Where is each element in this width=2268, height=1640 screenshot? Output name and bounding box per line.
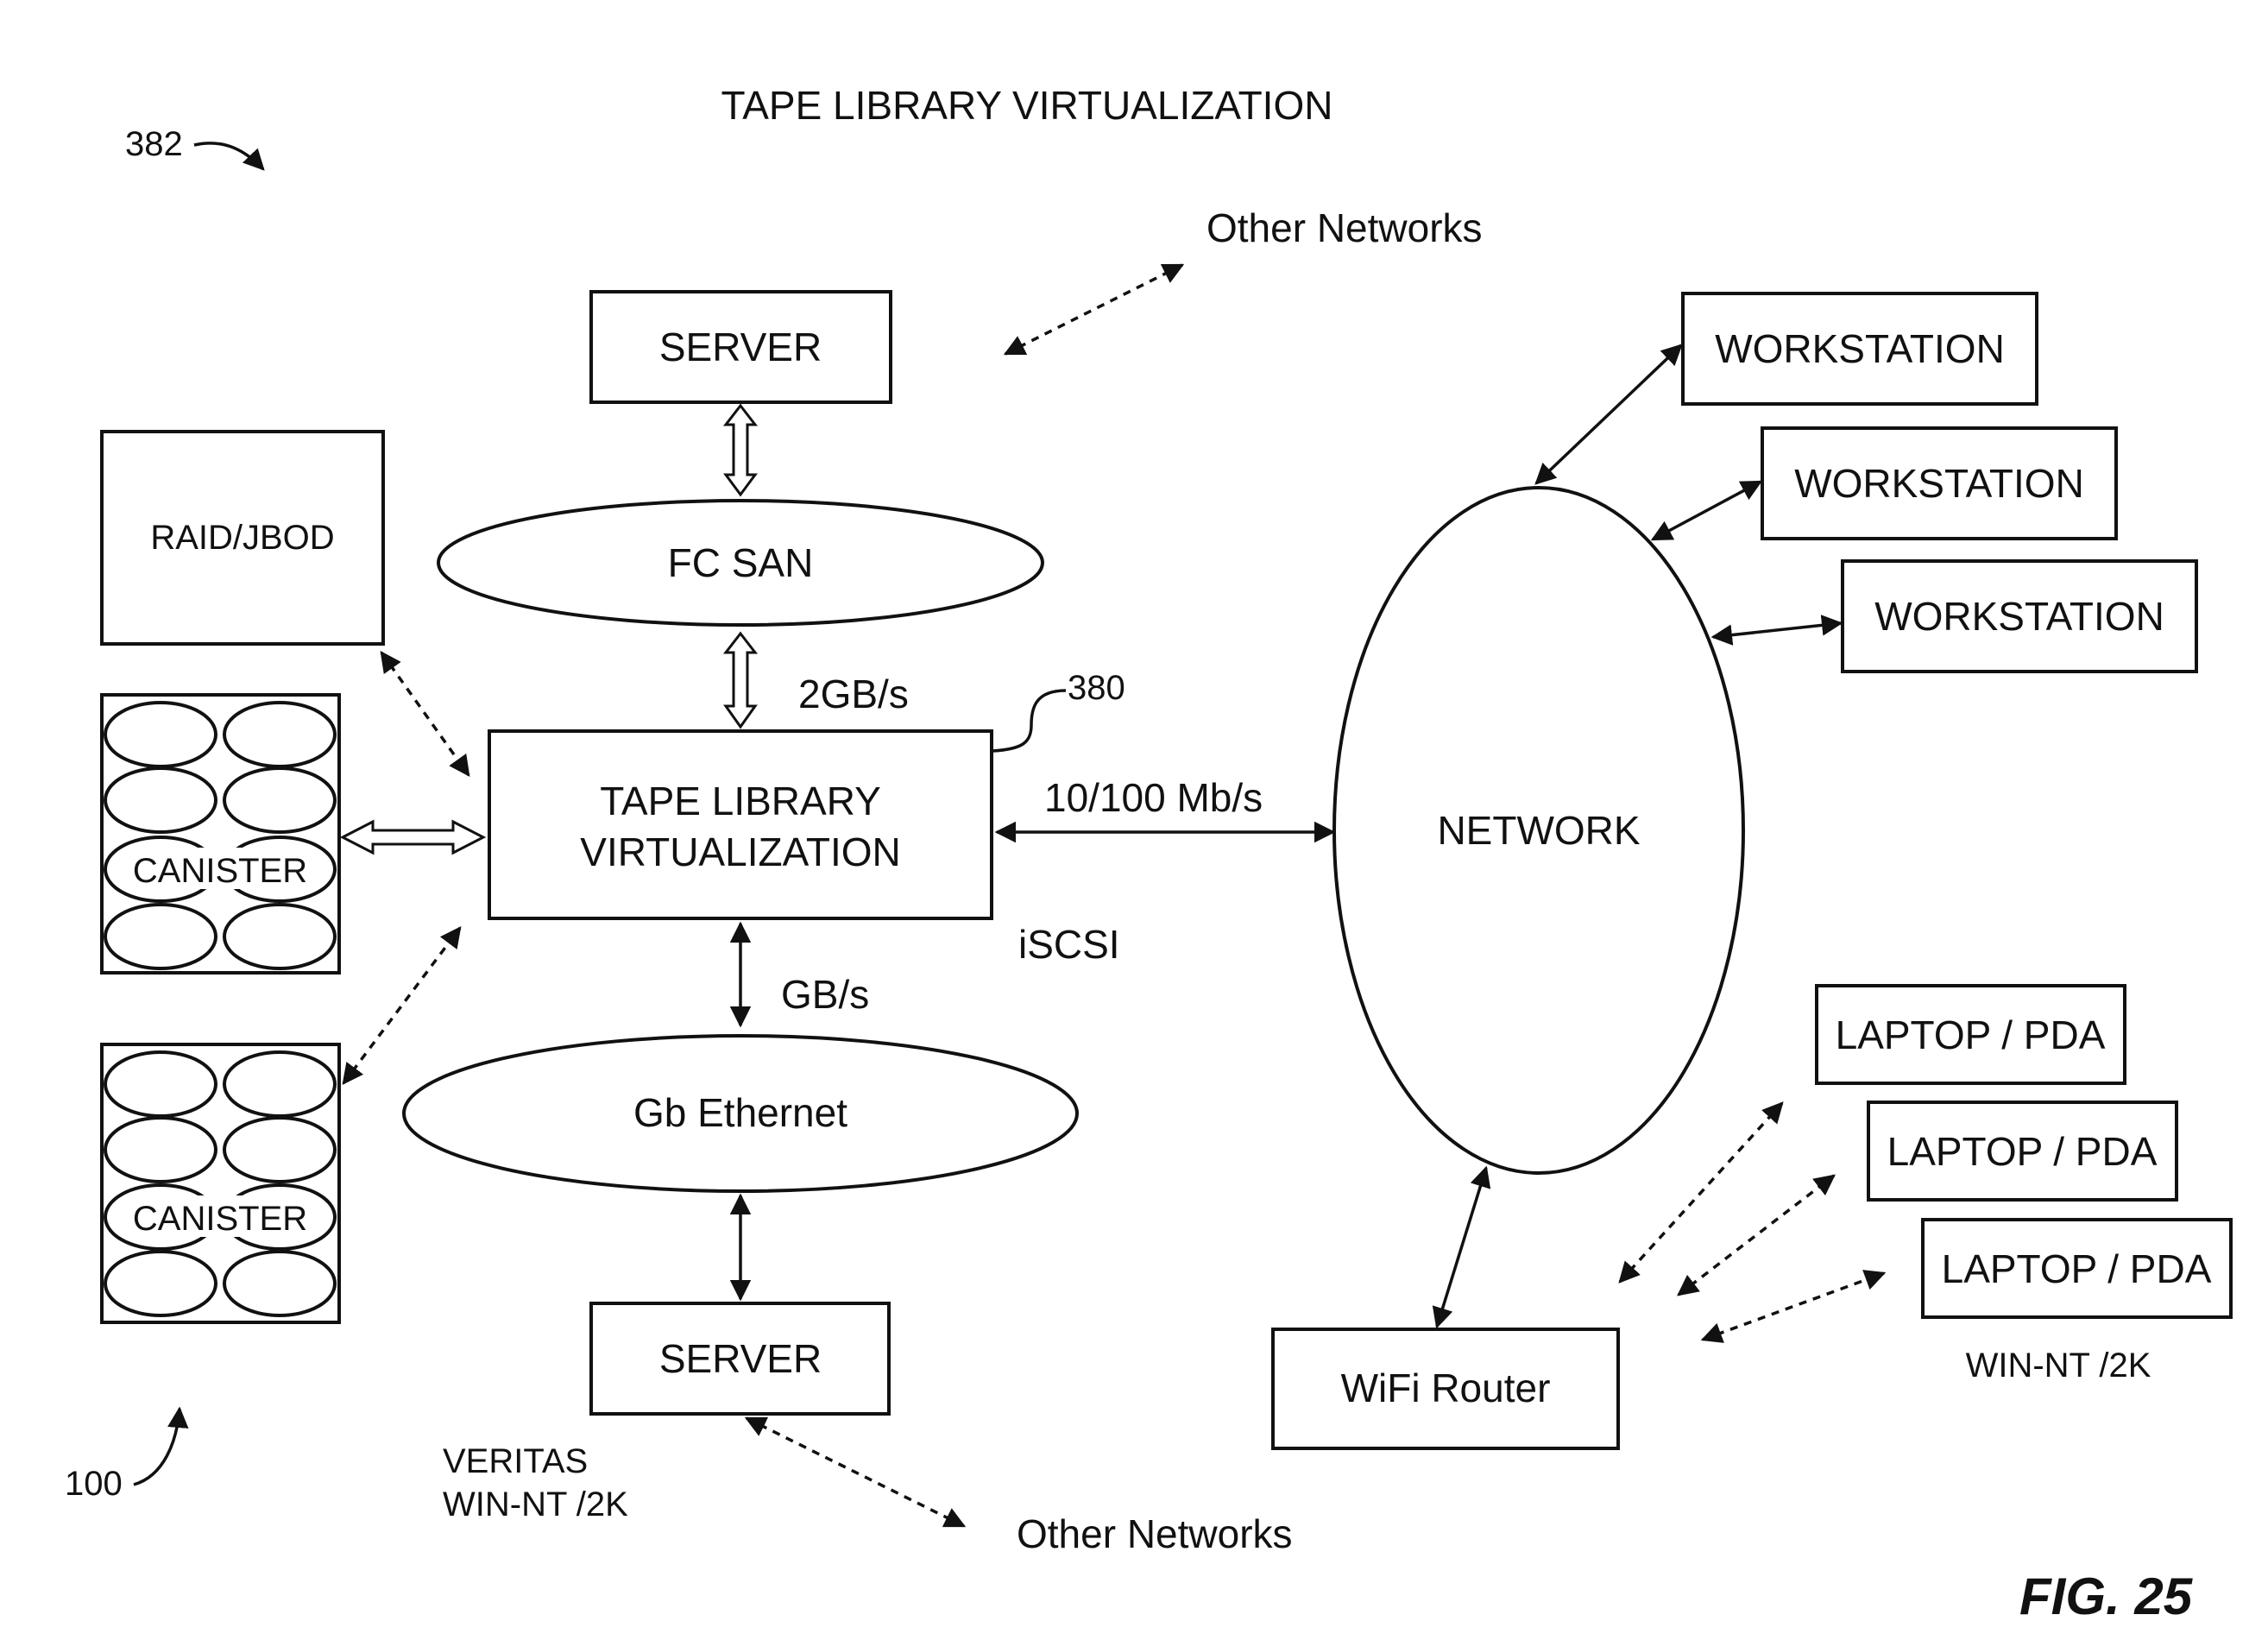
ref-382-leader bbox=[193, 142, 265, 171]
canister-2-label: CANISTER bbox=[133, 1200, 307, 1238]
ref-380-label: 380 bbox=[1068, 669, 1125, 707]
canister-1-label: CANISTER bbox=[133, 852, 307, 890]
workstation-3-label: WORKSTATION bbox=[1874, 594, 2164, 639]
workstation-1-box bbox=[1681, 292, 2038, 406]
raid-jbod-label: RAID/JBOD bbox=[150, 519, 334, 557]
laptop-3-label: LAPTOP / PDA bbox=[1942, 1246, 2212, 1291]
workstation-1-label: WORKSTATION bbox=[1715, 326, 2005, 371]
laptop-3-box bbox=[1921, 1218, 2233, 1319]
fc-san-ellipse bbox=[437, 499, 1044, 627]
win-nt-right-label: WIN-NT /2K bbox=[1966, 1347, 2151, 1385]
other-networks-top-label: Other Networks bbox=[1206, 205, 1483, 250]
workstation-2-box bbox=[1761, 426, 2118, 540]
laptop-1-label: LAPTOP / PDA bbox=[1836, 1012, 2106, 1057]
network-label: NETWORK bbox=[1437, 808, 1640, 853]
gb-ethernet-label: Gb Ethernet bbox=[633, 1090, 847, 1135]
canister-tlv-link bbox=[339, 819, 487, 855]
laptop-2-box bbox=[1867, 1101, 2178, 1202]
tlv-label-line1: TAPE LIBRARY bbox=[600, 779, 881, 823]
other-networks-top-link bbox=[1003, 263, 1185, 356]
ref-382-label: 382 bbox=[125, 125, 183, 163]
laptop-1-box bbox=[1815, 984, 2126, 1085]
figure-label: FIG. 25 bbox=[2019, 1567, 2194, 1625]
ref-100-leader bbox=[133, 1406, 189, 1486]
laptop-1-link bbox=[1618, 1101, 1784, 1284]
server-top-label: SERVER bbox=[659, 325, 822, 369]
speed-10-100-label: 10/100 Mb/s bbox=[1044, 775, 1263, 820]
ref-100-label: 100 bbox=[65, 1465, 123, 1503]
other-networks-bottom-link bbox=[744, 1416, 967, 1528]
network-ellipse bbox=[1332, 486, 1745, 1175]
other-networks-bottom-label: Other Networks bbox=[1017, 1511, 1293, 1556]
canister2-tlv-link bbox=[342, 926, 462, 1085]
laptop-3-link bbox=[1700, 1270, 1887, 1343]
workstation-3-box bbox=[1841, 559, 2198, 673]
canister-1 bbox=[100, 693, 341, 975]
veritas-line2: WIN-NT /2K bbox=[443, 1485, 628, 1523]
workstation-2-link bbox=[1650, 480, 1763, 541]
server-bottom-label: SERVER bbox=[659, 1336, 822, 1381]
wifi-router-box bbox=[1271, 1328, 1620, 1450]
fc-san-label: FC SAN bbox=[668, 540, 814, 585]
server-top-box bbox=[589, 290, 892, 404]
raid-tlv-link bbox=[380, 651, 470, 777]
wifi-router-label: WiFi Router bbox=[1341, 1366, 1551, 1410]
laptop-2-label: LAPTOP / PDA bbox=[1887, 1129, 2158, 1174]
raid-jbod-box bbox=[100, 430, 385, 646]
canister-2 bbox=[100, 1043, 341, 1324]
workstation-2-label: WORKSTATION bbox=[1794, 461, 2084, 506]
fcsan-tlv-link bbox=[722, 631, 759, 729]
tlv-label-line2: VIRTUALIZATION bbox=[580, 829, 900, 874]
diagram-title: TAPE LIBRARY VIRTUALIZATION bbox=[721, 83, 1333, 128]
server-fcsan-link bbox=[722, 403, 759, 497]
workstation-3-link bbox=[1710, 615, 1843, 646]
veritas-line1: VERITAS bbox=[443, 1442, 588, 1480]
iscsi-label: iSCSI bbox=[1018, 922, 1120, 967]
tlv-box bbox=[488, 729, 993, 920]
speed-gb-label: GB/s bbox=[781, 972, 869, 1017]
workstation-1-link bbox=[1534, 344, 1683, 485]
gb-ethernet-ellipse bbox=[402, 1034, 1079, 1193]
server-bottom-box bbox=[589, 1302, 891, 1416]
ref-380-leader bbox=[992, 689, 1067, 753]
network-wifi-link bbox=[1432, 1165, 1491, 1329]
speed-2gb-label: 2GB/s bbox=[798, 672, 909, 716]
